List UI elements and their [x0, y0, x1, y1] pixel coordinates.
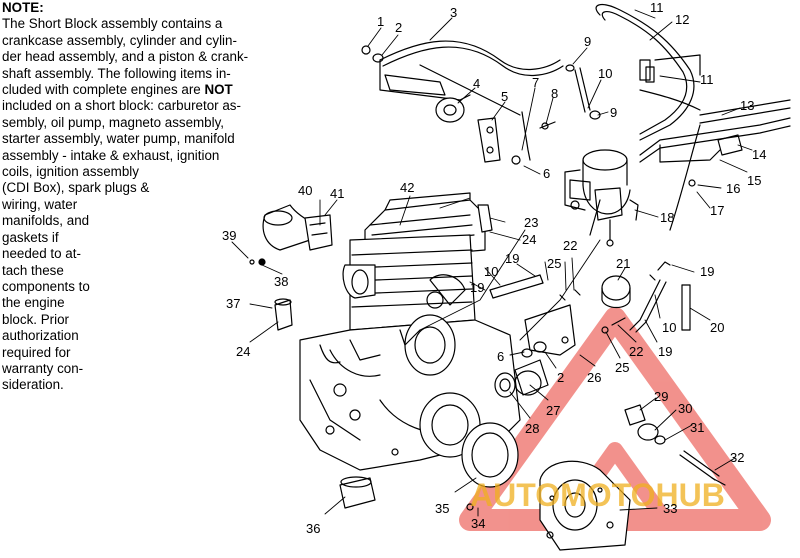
note-line: components to [2, 278, 90, 294]
note-line: required for [2, 344, 71, 360]
callout-32: 32 [730, 450, 744, 465]
fasteners-top [361, 45, 696, 187]
callout-4: 4 [473, 76, 480, 91]
callout-40: 40 [298, 183, 312, 198]
note-line: assembly - intake & exhaust, ignition [2, 147, 220, 163]
callout-20: 20 [710, 320, 724, 335]
note-emphasis-not: NOT [204, 82, 233, 98]
callout-21: 21 [616, 256, 630, 271]
callout-31: 31 [690, 420, 704, 435]
watermark-text: AUTOMOTOHUB [470, 477, 725, 513]
note-line: gaskets if [2, 229, 59, 245]
callout-10: 10 [598, 66, 612, 81]
note-heading: NOTE: [2, 0, 44, 15]
callout-2: 2 [395, 20, 402, 35]
callout-11: 11 [650, 0, 664, 15]
note-line: sideration. [2, 377, 64, 393]
callout-18: 18 [660, 210, 674, 225]
callout-6: 6 [543, 166, 550, 181]
leader-lines [231, 9, 753, 517]
callout-24: 24 [236, 344, 250, 359]
oil-pump-bracket [489, 274, 631, 356]
carburetor [564, 149, 639, 247]
oil-pump [494, 341, 549, 398]
note-line: shaft assembly. The following items in- [2, 65, 231, 81]
note-line: sembly, oil pump, magneto assembly, [2, 114, 225, 130]
callout-1: 1 [377, 14, 384, 29]
magneto-assembly [461, 422, 631, 551]
callout-19: 19 [505, 251, 519, 266]
callout-11: 11 [700, 72, 714, 87]
starter-cup [339, 476, 376, 509]
callout-26: 26 [587, 370, 601, 385]
callout-29: 29 [654, 389, 668, 404]
note-line: der head assembly, and a piston & crank- [2, 49, 249, 65]
callout-41: 41 [330, 186, 344, 201]
callout-35: 35 [435, 501, 449, 516]
callout-25: 25 [547, 256, 561, 271]
note-line: (CDI Box), spark plugs & [2, 180, 150, 196]
note-line: The Short Block assembly contains a [2, 16, 223, 32]
callout-9: 9 [610, 105, 617, 120]
callout-2: 2 [557, 370, 564, 385]
callout-19: 19 [658, 344, 672, 359]
callout-labels: 1 2 3 4 5 6 7 8 9 9 10 11 11 12 13 14 15… [222, 0, 766, 536]
note-line: block. Prior [2, 311, 69, 327]
note-line: cluded with complete engines are NOT [2, 82, 302, 98]
callout-22: 22 [629, 344, 643, 359]
note-line: warranty con- [2, 360, 84, 376]
note-line: crankcase assembly, cylinder and cylin- [2, 32, 237, 48]
note-line: included on a short block: carburetor as… [2, 98, 241, 114]
callout-38: 38 [274, 274, 288, 289]
callout-36: 36 [306, 521, 320, 536]
note-text-block: NOTE: The Short Block assembly contains … [2, 0, 302, 394]
callout-17: 17 [710, 203, 724, 218]
callout-28: 28 [525, 421, 539, 436]
callout-22: 22 [563, 238, 577, 253]
callout-24: 24 [522, 232, 536, 247]
note-line: needed to at- [2, 246, 81, 262]
engine-block [274, 192, 521, 471]
callout-39: 39 [222, 228, 236, 243]
callout-25: 25 [615, 360, 629, 375]
callout-15: 15 [747, 173, 761, 188]
callout-19: 19 [470, 280, 484, 295]
note-line: authorization [2, 328, 79, 344]
callout-16: 16 [726, 181, 740, 196]
note-line: wiring, water [2, 196, 78, 212]
callout-42: 42 [400, 180, 414, 195]
callout-5: 5 [501, 89, 508, 104]
callout-7: 7 [532, 75, 539, 90]
callout-10: 10 [484, 264, 498, 279]
callout-34: 34 [471, 516, 485, 531]
note-line: tach these [2, 262, 64, 278]
callout-3: 3 [450, 5, 457, 20]
callout-23: 23 [524, 215, 538, 230]
callout-19: 19 [700, 264, 714, 279]
callout-14: 14 [752, 147, 766, 162]
callout-33: 33 [663, 501, 677, 516]
watermark-logo: AUTOMOTOHUB [470, 477, 725, 513]
note-line: starter assembly, water pump, manifold [2, 131, 235, 147]
callout-10: 10 [662, 320, 676, 335]
callout-30: 30 [678, 401, 692, 416]
intake-manifold [249, 204, 333, 266]
callout-8: 8 [551, 86, 558, 101]
note-line: the engine [2, 295, 65, 311]
callout-27: 27 [546, 403, 560, 418]
callout-6: 6 [497, 349, 504, 364]
chassis-rails [595, 3, 791, 231]
note-line: coils, ignition assembly [2, 164, 139, 180]
note-line-text: cluded with complete engines are [2, 82, 205, 98]
callout-9: 9 [584, 34, 591, 49]
callout-13: 13 [740, 98, 754, 113]
note-line: manifolds, and [2, 213, 90, 229]
fuel-lines [574, 59, 691, 333]
oil-line-assembly [379, 40, 564, 161]
callout-12: 12 [675, 12, 689, 27]
callout-37: 37 [226, 296, 240, 311]
